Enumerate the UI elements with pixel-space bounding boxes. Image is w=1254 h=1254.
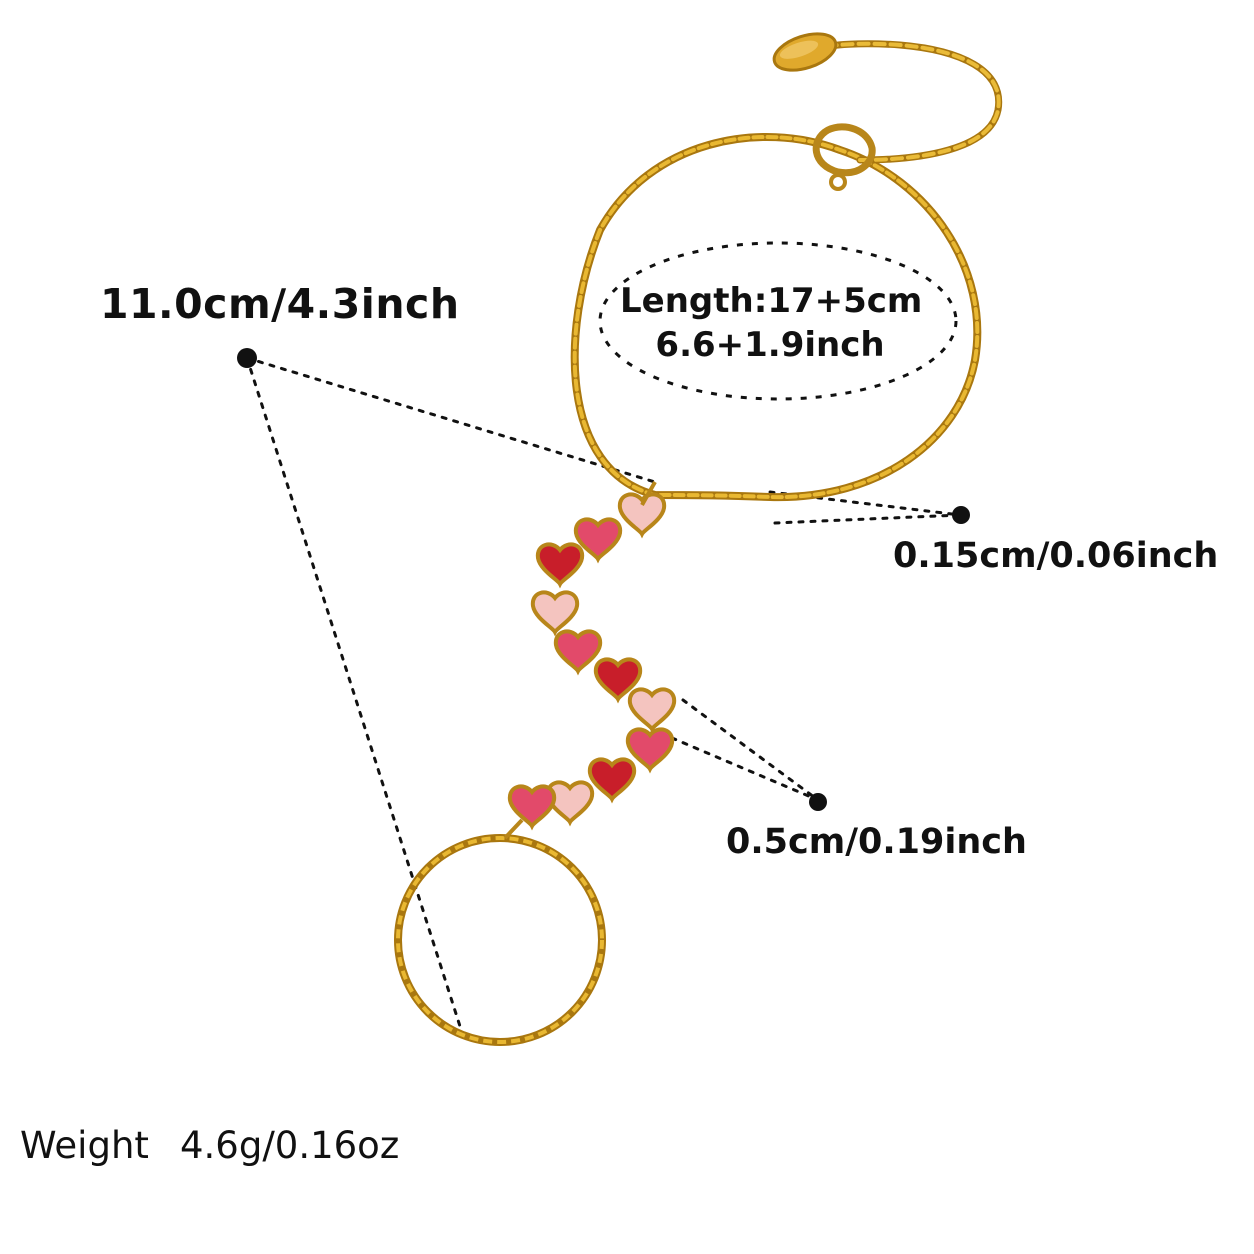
weight-value: 4.6g/0.16oz	[180, 1124, 400, 1167]
finger-chain-length-label: 11.0cm/4.3inch	[100, 280, 460, 328]
brand-tag-charm	[772, 32, 838, 72]
stone-size-guide-b	[670, 736, 820, 802]
heart-stone	[627, 687, 677, 734]
dimension-guides	[245, 356, 962, 1044]
bracelet-length-label: Length:17+5cm 6.6+1.9inch	[620, 279, 923, 367]
chain-width-label: 0.15cm/0.06inch	[893, 536, 1219, 576]
heart-stone	[507, 784, 557, 831]
heart-stone	[530, 590, 580, 637]
lobster-clasp	[812, 123, 876, 191]
finger-chain-dot	[237, 348, 257, 368]
heart-stone	[535, 542, 585, 589]
heart-stone	[573, 517, 623, 564]
length-ellipse	[598, 241, 958, 401]
heart-stone	[625, 727, 675, 774]
stone-size-dot	[809, 793, 827, 811]
weight-label: Weight	[20, 1124, 149, 1167]
bracelet-length-inch: 6.6+1.9inch	[655, 325, 885, 365]
finger-chain-guide-upper	[245, 356, 657, 484]
heart-stone	[553, 629, 603, 676]
extension-chain	[816, 40, 1003, 164]
ring-chain	[394, 834, 606, 1046]
stone-connectors	[503, 481, 657, 840]
heart-stone	[617, 492, 667, 539]
heart-stone-chain	[507, 492, 677, 831]
chain-width-dot	[952, 506, 970, 524]
chain-width-guide-b	[773, 513, 962, 525]
stone-size-guide-a	[681, 698, 820, 802]
chain-width-guide-a	[768, 490, 962, 517]
heart-stone	[593, 657, 643, 704]
bracelet-chain	[570, 133, 982, 502]
bracelet-length-cm: Length:17+5cm	[620, 281, 923, 321]
finger-chain-guide-lower	[245, 356, 467, 1044]
stone-size-label: 0.5cm/0.19inch	[726, 822, 1027, 862]
heart-stone	[587, 757, 637, 804]
